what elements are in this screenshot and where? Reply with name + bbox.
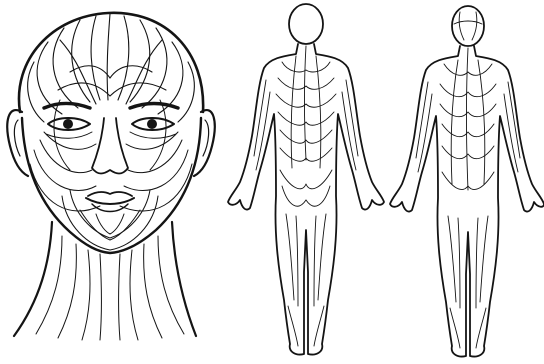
left-eye: [46, 118, 92, 138]
lower-lip: [92, 204, 128, 212]
front-head: [452, 6, 484, 46]
mouth: [86, 198, 134, 204]
upper-lip: [88, 192, 132, 196]
left-eyebrow: [44, 104, 90, 109]
nose: [92, 118, 128, 174]
right-eye: [130, 118, 176, 138]
right-ear: [194, 110, 215, 176]
back-body-outline: [228, 44, 384, 355]
back-head: [289, 4, 323, 44]
front-face-lines: [454, 12, 482, 40]
right-eyebrow: [130, 104, 178, 109]
body-back-drawing: [228, 4, 384, 355]
front-contour-lines: [416, 48, 520, 348]
neck-left: [14, 222, 52, 336]
body-front-drawing: [390, 6, 544, 357]
left-ear-inner: [14, 120, 20, 156]
neck-lines: [36, 236, 184, 340]
back-contour-lines: [254, 46, 358, 346]
head-front-drawing: [7, 13, 214, 340]
right-ear-inner: [203, 120, 209, 156]
